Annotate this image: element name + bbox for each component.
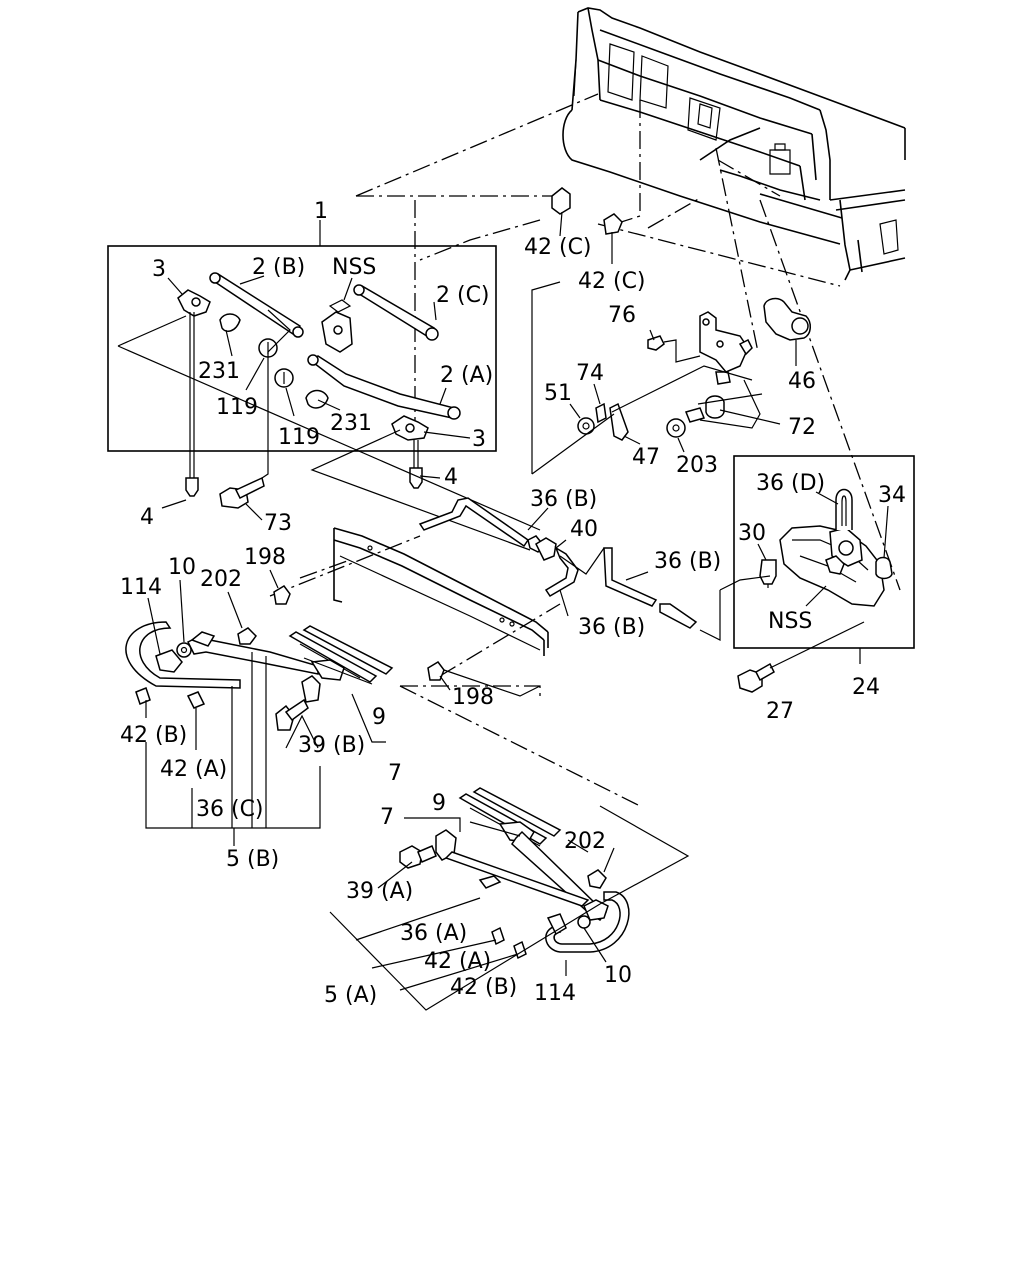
linkage-parts [177, 272, 461, 495]
label-202-right: 202 [564, 829, 606, 854]
label-46: 46 [788, 369, 816, 394]
label-9-left: 9 [372, 705, 386, 730]
label-202-left: 202 [200, 567, 242, 592]
label-42c-upper: 42 (C) [524, 235, 592, 260]
part-labels: 1 3 2 (B) NSS 2 (C) 231 119 2 (A) 119 23… [120, 199, 906, 1008]
label-114-right: 114 [534, 981, 576, 1006]
label-72: 72 [788, 415, 816, 440]
label-74: 74 [576, 361, 604, 386]
hose-36b [418, 497, 771, 641]
label-39a: 39 (A) [346, 879, 413, 904]
label-47: 47 [632, 445, 660, 470]
label-36b-middle: 36 (B) [578, 615, 645, 640]
label-119-upper: 119 [216, 395, 258, 420]
label-34: 34 [878, 483, 906, 508]
nozzle-198 [273, 585, 541, 697]
label-114-left: 114 [120, 575, 162, 600]
label-73: 73 [264, 511, 292, 536]
bolt-27 [737, 621, 865, 693]
label-10-right: 10 [604, 963, 632, 988]
label-36d: 36 (D) [756, 471, 825, 496]
label-36b-right: 36 (B) [654, 549, 721, 574]
label-119-lower: 119 [278, 425, 320, 450]
label-198-right: 198 [452, 685, 494, 710]
label-27: 27 [766, 699, 794, 724]
label-3-lower: 3 [472, 427, 486, 452]
bolt-4 [185, 467, 423, 497]
label-231-lower: 231 [330, 411, 372, 436]
label-198-left: 198 [244, 545, 286, 570]
label-4-right: 4 [444, 465, 458, 490]
label-76: 76 [608, 303, 636, 328]
label-4-left: 4 [140, 505, 154, 530]
right-wiper-assembly [329, 787, 690, 1011]
label-42b-left: 42 (B) [120, 723, 187, 748]
label-42a-left: 42 (A) [160, 757, 227, 782]
label-30: 30 [738, 521, 766, 546]
label-203: 203 [676, 453, 718, 478]
linkage-assembly-box [107, 220, 497, 452]
label-1: 1 [314, 199, 328, 224]
bracket-parts [531, 281, 811, 475]
left-wiper-assembly [125, 621, 394, 846]
label-36b-top: 36 (B) [530, 487, 597, 512]
label-42b-right: 42 (B) [450, 975, 517, 1000]
label-40: 40 [570, 517, 598, 542]
label-2c: 2 (C) [436, 283, 490, 308]
label-nss-tank: NSS [768, 609, 812, 634]
bolt-73 [219, 476, 265, 509]
label-51: 51 [544, 381, 572, 406]
label-42a-right: 42 (A) [424, 949, 491, 974]
label-2b: 2 (B) [252, 255, 305, 280]
clip-42c [551, 187, 623, 235]
label-7-left: 7 [388, 761, 402, 786]
label-10-left: 10 [168, 555, 196, 580]
label-42c-lower: 42 (C) [578, 269, 646, 294]
label-24: 24 [852, 675, 880, 700]
label-36c: 36 (C) [196, 797, 264, 822]
label-7-right: 7 [380, 805, 394, 830]
cab-front-outline [562, 7, 906, 281]
cowl-panel [333, 527, 549, 656]
label-5b: 5 (B) [226, 847, 279, 872]
label-9-right: 9 [432, 791, 446, 816]
label-2a: 2 (A) [440, 363, 493, 388]
label-nss-linkage: NSS [332, 255, 376, 280]
label-36a: 36 (A) [400, 921, 467, 946]
label-leaders [147, 211, 889, 691]
label-3-upper: 3 [152, 257, 166, 282]
washer-tank-box [733, 455, 915, 664]
center-lines [269, 93, 901, 807]
label-231-upper: 231 [198, 359, 240, 384]
label-5a: 5 (A) [324, 983, 377, 1008]
label-39b: 39 (B) [298, 733, 365, 758]
